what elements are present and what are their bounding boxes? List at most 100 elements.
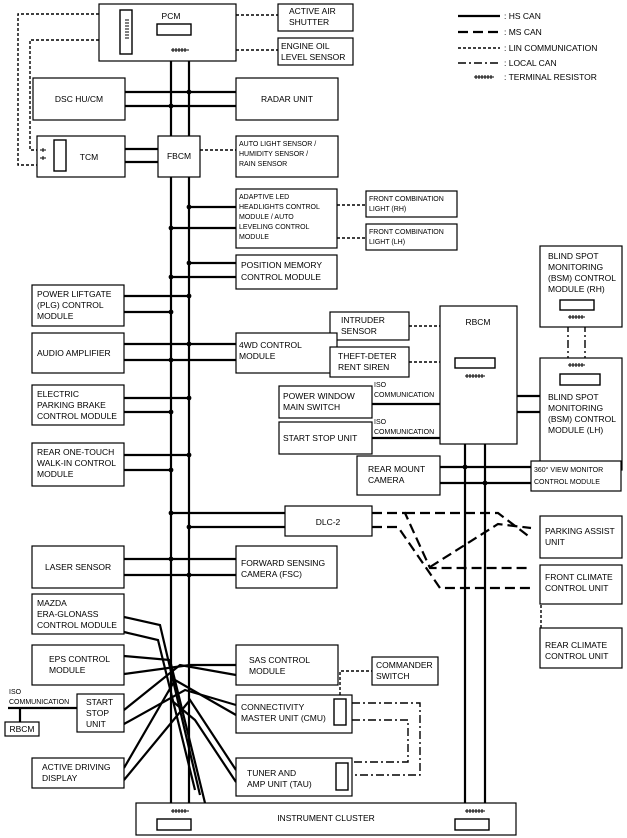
bsm-rh-label-1: BLIND SPOT xyxy=(548,251,599,261)
bsm-lh-label-2: MONITORING xyxy=(548,403,603,413)
auto-light-label-2: HUMIDITY SENSOR / xyxy=(239,151,308,158)
rear-onetouch-label-2: WALK-IN CONTROL xyxy=(37,458,116,468)
mazda-era-glonass-box xyxy=(31,593,125,635)
front-combination-light-rh-box xyxy=(365,190,458,218)
tau-box xyxy=(235,757,353,797)
360-view-monitor-box xyxy=(530,460,622,492)
cmu-connector xyxy=(333,698,347,726)
legend-ms-can-label: : MS CAN xyxy=(504,27,542,37)
bsm-rh-terminal xyxy=(559,299,595,311)
eps-label-1: EPS CONTROL xyxy=(49,654,110,664)
front-combination-light-lh-box xyxy=(365,223,458,251)
tcm-label: TCM xyxy=(80,152,98,162)
fbcm-label: FBCM xyxy=(167,151,191,161)
engine-oil-label-2: LEVEL SENSOR xyxy=(281,52,345,62)
ms-can-lines xyxy=(372,511,532,590)
rear-climate-label-1: REAR CLIMATE xyxy=(545,640,608,650)
rbcm-small-label: RBCM xyxy=(9,724,34,734)
active-air-shutter-box xyxy=(277,3,354,32)
bsm-lh-resistor-icon xyxy=(568,363,585,367)
rear-climate-box xyxy=(539,627,623,669)
commander-label-2: SWITCH xyxy=(376,671,410,681)
theft-deterrent-siren-box xyxy=(329,346,410,378)
front-comb-rh-label-1: FRONT COMBINATION xyxy=(369,196,444,203)
intruder-label-1: INTRUDER xyxy=(341,315,385,325)
mazda-era-label-3: CONTROL MODULE xyxy=(37,620,117,630)
engine-oil-label-1: ENGINE OIL xyxy=(281,41,330,51)
power-liftgate-label-2: (PLG) CONTROL xyxy=(37,300,104,310)
rear-mount-camera-box xyxy=(356,455,441,496)
auto-light-label-3: RAIN SENSOR xyxy=(239,161,287,168)
adaptive-led-label-1: ADAPTIVE LED xyxy=(239,194,289,201)
auto-light-label-1: AUTO LIGHT SENSOR / xyxy=(239,141,316,148)
start-stop-unit-box xyxy=(278,421,373,455)
rear-mount-label-2: CAMERA xyxy=(368,475,405,485)
legend-local-can-label: : LOCAL CAN xyxy=(504,58,557,68)
audio-amp-label: AUDIO AMPLIFIER xyxy=(37,348,111,358)
parking-assist-box xyxy=(539,515,623,559)
cmu-label-2: MASTER UNIT (CMU) xyxy=(241,713,326,723)
start-stop-left-label-1: START xyxy=(86,697,113,707)
pcm-resistor-icon xyxy=(125,19,129,39)
front-climate-label-1: FRONT CLIMATE xyxy=(545,572,613,582)
legend: : HS CAN : MS CAN : LIN COMMUNICATION : … xyxy=(458,11,597,82)
front-climate-label-2: CONTROL UNIT xyxy=(545,583,608,593)
iso-pw-label-1: ISO xyxy=(374,382,387,389)
pcm-module: PCM xyxy=(98,3,237,62)
radar-unit-box xyxy=(235,77,339,121)
fbcm-box xyxy=(157,135,201,178)
legend-terminal-resistor-label: : TERMINAL RESISTOR xyxy=(504,72,597,82)
front-comb-rh-label-2: LIGHT (RH) xyxy=(369,206,406,213)
4wd-control-box xyxy=(235,332,338,374)
theft-label-1: THEFT-DETER xyxy=(338,351,397,361)
commander-switch-box xyxy=(371,656,439,686)
epb-label-1: ELECTRIC xyxy=(37,389,79,399)
eps-label-2: MODULE xyxy=(49,665,86,675)
legend-lin-label: : LIN COMMUNICATION xyxy=(504,43,597,53)
dsc-hu-cm-box xyxy=(32,77,126,121)
instrument-cluster-box xyxy=(135,802,517,836)
dlc2-box xyxy=(284,505,373,537)
fsc-label-2: CAMERA (FSC) xyxy=(241,569,302,579)
front-comb-lh-label-1: FRONT COMBINATION xyxy=(369,229,444,236)
position-memory-box xyxy=(235,254,338,290)
iso-left-label-1: ISO xyxy=(9,689,22,696)
tcm-lin-connector xyxy=(53,139,67,172)
adaptive-led-box xyxy=(235,188,338,249)
pcm-terminal xyxy=(156,23,192,36)
sas-label-1: SAS CONTROL xyxy=(249,655,310,665)
adaptive-led-label-2: HEADLIGHTS CONTROL xyxy=(239,204,320,211)
rear-mount-label-1: REAR MOUNT xyxy=(368,464,425,474)
pcm-terminal-resistor-icon xyxy=(171,48,189,52)
audio-amplifier-box xyxy=(31,332,125,374)
ic-left-resistor-icon xyxy=(171,809,189,813)
laser-label: LASER SENSOR xyxy=(45,562,111,572)
rear-onetouch-label-3: MODULE xyxy=(37,469,74,479)
adaptive-led-label-3: MODULE / AUTO xyxy=(239,214,294,221)
rear-onetouch-label-1: REAR ONE-TOUCH xyxy=(37,447,114,457)
tcm-box xyxy=(36,135,126,178)
4wd-label-2: MODULE xyxy=(239,351,276,361)
rbcm-label: RBCM xyxy=(465,317,490,327)
position-memory-label-2: CONTROL MODULE xyxy=(241,272,321,282)
pcm-label: PCM xyxy=(162,11,181,21)
iso-pw-label-2: COMMUNICATION xyxy=(374,392,434,399)
4wd-label-1: 4WD CONTROL xyxy=(239,340,302,350)
rbcm-resistor-icon xyxy=(465,374,485,378)
engine-oil-level-sensor-box xyxy=(277,37,354,66)
parking-assist-label-1: PARKING ASSIST xyxy=(545,526,615,536)
power-liftgate-label-3: MODULE xyxy=(37,311,74,321)
instrument-cluster-label: INSTRUMENT CLUSTER xyxy=(277,813,375,823)
intruder-label-2: SENSOR xyxy=(341,326,377,336)
rear-onetouch-box xyxy=(31,442,125,487)
bsm-lh-label-3: (BSM) CONTROL xyxy=(548,414,616,424)
bsm-rh-label-2: MONITORING xyxy=(548,262,603,272)
intruder-sensor-box xyxy=(329,311,410,341)
ic-terminal-left xyxy=(156,818,192,831)
tcm-resistor-icon xyxy=(40,148,46,160)
start-stop-left-label-3: UNIT xyxy=(86,719,106,729)
adaptive-led-label-5: MODULE xyxy=(239,234,269,241)
commander-label-1: COMMANDER xyxy=(376,660,433,670)
active-air-shutter-label-1: ACTIVE AIR xyxy=(289,6,336,16)
mazda-era-label-1: MAZDA xyxy=(37,598,67,608)
